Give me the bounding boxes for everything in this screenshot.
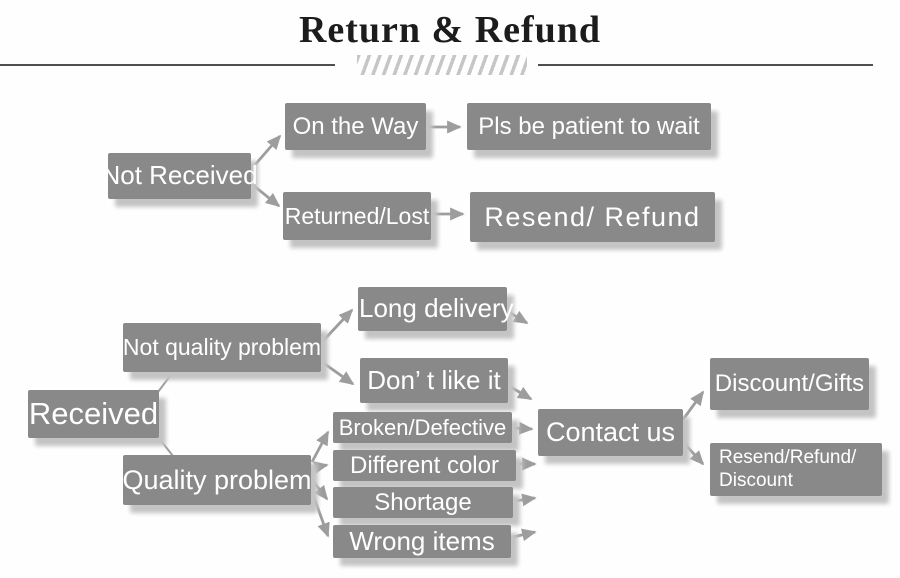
- arrow-quality-shortage: [310, 479, 329, 501]
- node-discount-gifts: Discount/Gifts: [710, 358, 869, 410]
- node-resend-refund: Resend/ Refund: [470, 192, 715, 242]
- node-long-delivery: Long delivery: [358, 287, 514, 331]
- arrow-notreceived-ontheway: [252, 134, 282, 167]
- arrow-contactus-resendrefunddiscount: [680, 440, 705, 466]
- arrow-broken-contactus: [512, 421, 534, 435]
- node-quality-problem: Quality problem: [122, 455, 312, 505]
- title-rule-right: [538, 64, 873, 66]
- node-not-quality-problem: Not quality problem: [123, 323, 321, 372]
- node-received: Received: [28, 390, 159, 438]
- arrow-shortage-contactus: [514, 493, 537, 507]
- arrow-wrongitems-contactus: [512, 528, 537, 542]
- node-different-color: Different color: [333, 450, 516, 481]
- node-resend-refund-discount-line1: Resend/Refund/: [719, 446, 857, 468]
- node-resend-refund-discount: Resend/Refund/ Discount: [710, 443, 882, 496]
- arrow-quality-broken: [310, 430, 330, 463]
- arrow-notreceived-returnedlost: [253, 184, 281, 208]
- arrow-notquality-longdelivery: [320, 308, 354, 343]
- node-shortage: Shortage: [333, 487, 513, 518]
- arrow-dontlike-contactus: [508, 384, 533, 401]
- arrow-notquality-dontlike: [321, 360, 355, 386]
- link-received-notquality: [157, 371, 174, 393]
- title-rule-left: [0, 64, 335, 66]
- arrow-quality-wrongitems: [310, 491, 330, 538]
- node-pls-be-patient: Pls be patient to wait: [467, 103, 711, 150]
- node-broken-defective: Broken/Defective: [333, 412, 512, 443]
- hatch-decoration: [357, 55, 527, 75]
- node-wrong-items: Wrong items: [333, 525, 511, 558]
- node-not-received: Not Received: [101, 153, 258, 199]
- node-contact-us: Contact us: [538, 409, 683, 456]
- arrow-quality-differentcolor: [311, 461, 329, 474]
- node-returned-lost: Returned/Lost: [283, 192, 431, 240]
- arrow-contactus-discountgifts: [680, 390, 705, 422]
- page-title: Return & Refund: [298, 9, 602, 51]
- node-on-the-way: On the Way: [285, 103, 426, 150]
- node-resend-refund-discount-line2: Discount: [719, 469, 793, 491]
- link-received-quality: [157, 436, 174, 457]
- node-dont-like-it: Don’ t like it: [360, 358, 508, 403]
